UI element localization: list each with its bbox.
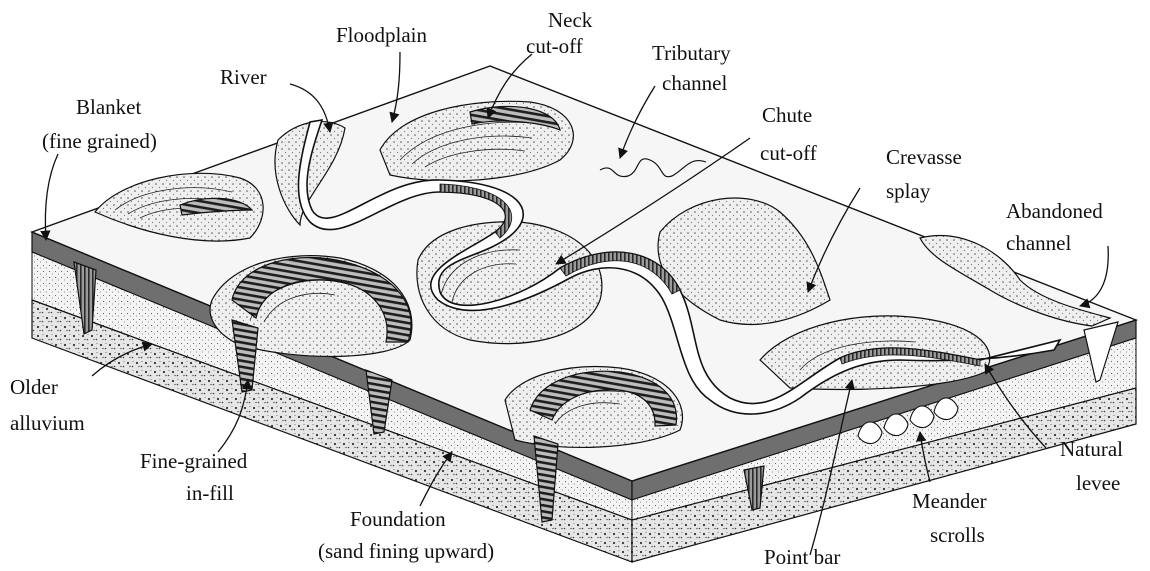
label-chute-2: cut-off xyxy=(760,141,817,165)
label-levee-2: levee xyxy=(1076,471,1120,495)
label-foundation-1: Foundation xyxy=(350,507,446,531)
label-meander-1: Meander xyxy=(912,489,987,513)
label-blanket-1: Blanket xyxy=(76,95,141,119)
label-chute-1: Chute xyxy=(762,103,812,127)
label-finegrained-1: Fine-grained xyxy=(140,449,248,473)
center-bar xyxy=(417,222,602,344)
label-floodplain: Floodplain xyxy=(336,23,428,47)
label-meander-2: scrolls xyxy=(930,523,985,547)
label-river: River xyxy=(220,65,267,89)
label-abandoned-2: channel xyxy=(1006,231,1071,255)
label-older-1: Older xyxy=(10,375,58,399)
label-neck-1: Neck xyxy=(548,8,593,32)
arrow-abandoned xyxy=(1080,246,1108,306)
label-crevasse-1: Crevasse xyxy=(886,145,962,169)
label-abandoned-1: Abandoned xyxy=(1006,199,1103,223)
label-crevasse-2: splay xyxy=(886,179,931,203)
label-tributary-1: Tributary xyxy=(652,41,731,65)
label-neck-2: cut-off xyxy=(526,34,583,58)
label-levee-1: Natural xyxy=(1060,437,1123,461)
label-tributary-2: channel xyxy=(662,71,727,95)
label-older-2: alluvium xyxy=(10,411,85,435)
label-finegrained-2: in-fill xyxy=(186,481,234,505)
label-foundation-2: (sand fining upward) xyxy=(318,539,494,563)
label-blanket-2: (fine grained) xyxy=(42,129,157,153)
label-pointbar: Point bar xyxy=(764,545,840,569)
